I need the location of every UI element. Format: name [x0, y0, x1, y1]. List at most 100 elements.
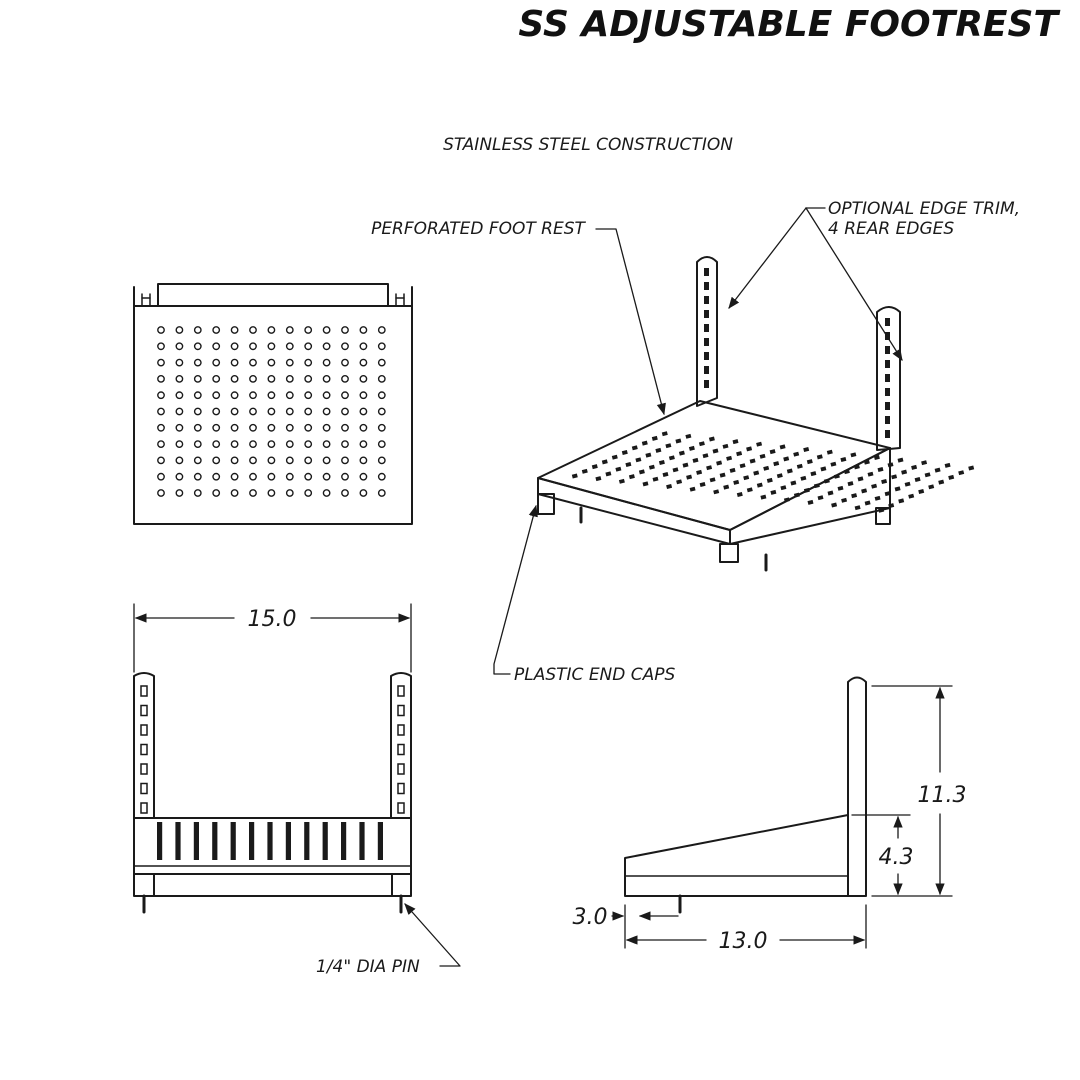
deck-perforation: [661, 431, 668, 437]
deck-perforation: [806, 459, 813, 465]
deck-perforation: [968, 465, 975, 471]
deck-perforation: [729, 467, 736, 473]
perforation-hole: [249, 472, 257, 481]
deck-perforation: [713, 489, 720, 495]
deck-perforation: [891, 474, 898, 480]
perforation-hole: [285, 423, 294, 432]
perforation-hole: [267, 440, 276, 448]
deck-perforation: [847, 481, 854, 487]
upright-slot: [704, 310, 709, 318]
deck-perforation: [820, 466, 827, 472]
perforation-hole: [249, 374, 257, 383]
front-upright-slot: [140, 802, 148, 814]
dimension-depth: 13.0: [624, 904, 867, 954]
deck-perforation: [719, 472, 726, 478]
deck-perforation: [810, 471, 817, 477]
perforation-hole: [230, 489, 239, 497]
deck-perforation: [732, 439, 739, 445]
deck-perforation: [763, 465, 770, 471]
perforation-hole: [193, 342, 202, 351]
slot-bar: [212, 822, 218, 860]
deck-perforation: [739, 463, 746, 469]
deck-perforation: [685, 433, 692, 439]
deck-perforation: [756, 482, 763, 488]
deck-perforation: [641, 440, 648, 446]
perforation-hole: [285, 358, 294, 367]
slot-bar: [322, 822, 328, 860]
perforation-hole: [230, 456, 239, 465]
deck-perforation: [665, 443, 672, 449]
deck-perforation: [888, 503, 895, 509]
perforation-hole: [249, 440, 257, 448]
deck-perforation: [878, 507, 885, 513]
deck-perforation: [780, 485, 787, 491]
perforation-hole: [377, 391, 386, 400]
deck-perforation: [766, 477, 773, 483]
deck-perforation: [733, 479, 740, 485]
deck-perforation: [863, 459, 870, 465]
perforation-hole: [322, 326, 331, 334]
front-upright-slot: [140, 704, 148, 717]
perforation-hole: [285, 374, 294, 383]
perforation-hole: [267, 489, 276, 497]
perforation-hole: [267, 407, 276, 416]
edge-trim-label-line1: OPTIONAL EDGE TRIM,: [828, 199, 1020, 219]
perforation-hole: [230, 423, 239, 432]
perforation-hole: [249, 407, 257, 416]
deck-perforation: [638, 469, 645, 475]
deck-perforation: [652, 476, 659, 482]
deck-perforation: [688, 445, 695, 451]
deck-perforation: [901, 469, 908, 475]
dimension-width: 15.0: [133, 603, 412, 673]
perforation-hole: [212, 374, 221, 383]
perforation-hole: [212, 489, 221, 497]
perforation-hole: [193, 456, 202, 465]
perforation-hole: [359, 358, 368, 367]
perforation-hole: [212, 342, 221, 351]
perforation-hole: [359, 342, 368, 351]
perforation-hole: [193, 407, 202, 416]
deck-perforation: [736, 492, 743, 497]
deck-perforation: [790, 480, 797, 486]
deck-perforation: [873, 455, 880, 460]
deck-perforation: [944, 462, 951, 468]
deck-perforation: [658, 460, 665, 465]
deck-perforation: [709, 477, 716, 483]
perforation-hole: [377, 326, 386, 334]
perforation-hole: [175, 374, 184, 383]
deck-perforation: [861, 488, 868, 494]
perforation-hole: [157, 326, 165, 334]
upright-slot: [704, 296, 709, 304]
deck-perforation: [686, 474, 693, 480]
upright-slot: [885, 374, 890, 382]
front-upright-slot: [397, 685, 405, 697]
step-height-dimension-label: 4.3: [879, 845, 914, 870]
front-upright-slot: [397, 763, 405, 775]
perforation-hole: [285, 472, 294, 481]
perforation-hole: [212, 391, 221, 400]
upright-slot: [704, 282, 709, 290]
callout-pin: 1/4" DIA PIN: [316, 903, 461, 977]
deck-perforation: [571, 473, 578, 479]
perforation-hole: [267, 358, 276, 367]
perforation-hole: [157, 472, 165, 481]
slot-bar: [304, 822, 310, 860]
perforation-hole: [193, 440, 202, 448]
deck-perforation: [881, 479, 888, 484]
deck-perforation: [887, 462, 894, 468]
deck-perforation: [904, 481, 911, 487]
deck-perforation: [618, 478, 625, 484]
perforation-hole: [285, 391, 294, 400]
perforation-hole: [285, 326, 294, 334]
deck-perforation: [831, 502, 838, 508]
perforation-hole: [175, 342, 184, 351]
perforation-hole: [341, 358, 349, 367]
perforation-hole: [304, 391, 313, 400]
deck-perforation: [817, 495, 824, 501]
deck-perforation: [934, 467, 941, 473]
front-upright-slot: [140, 685, 148, 697]
perforation-hole: [322, 472, 331, 481]
deck-perforation: [753, 470, 760, 476]
perforation-hole: [341, 456, 349, 465]
